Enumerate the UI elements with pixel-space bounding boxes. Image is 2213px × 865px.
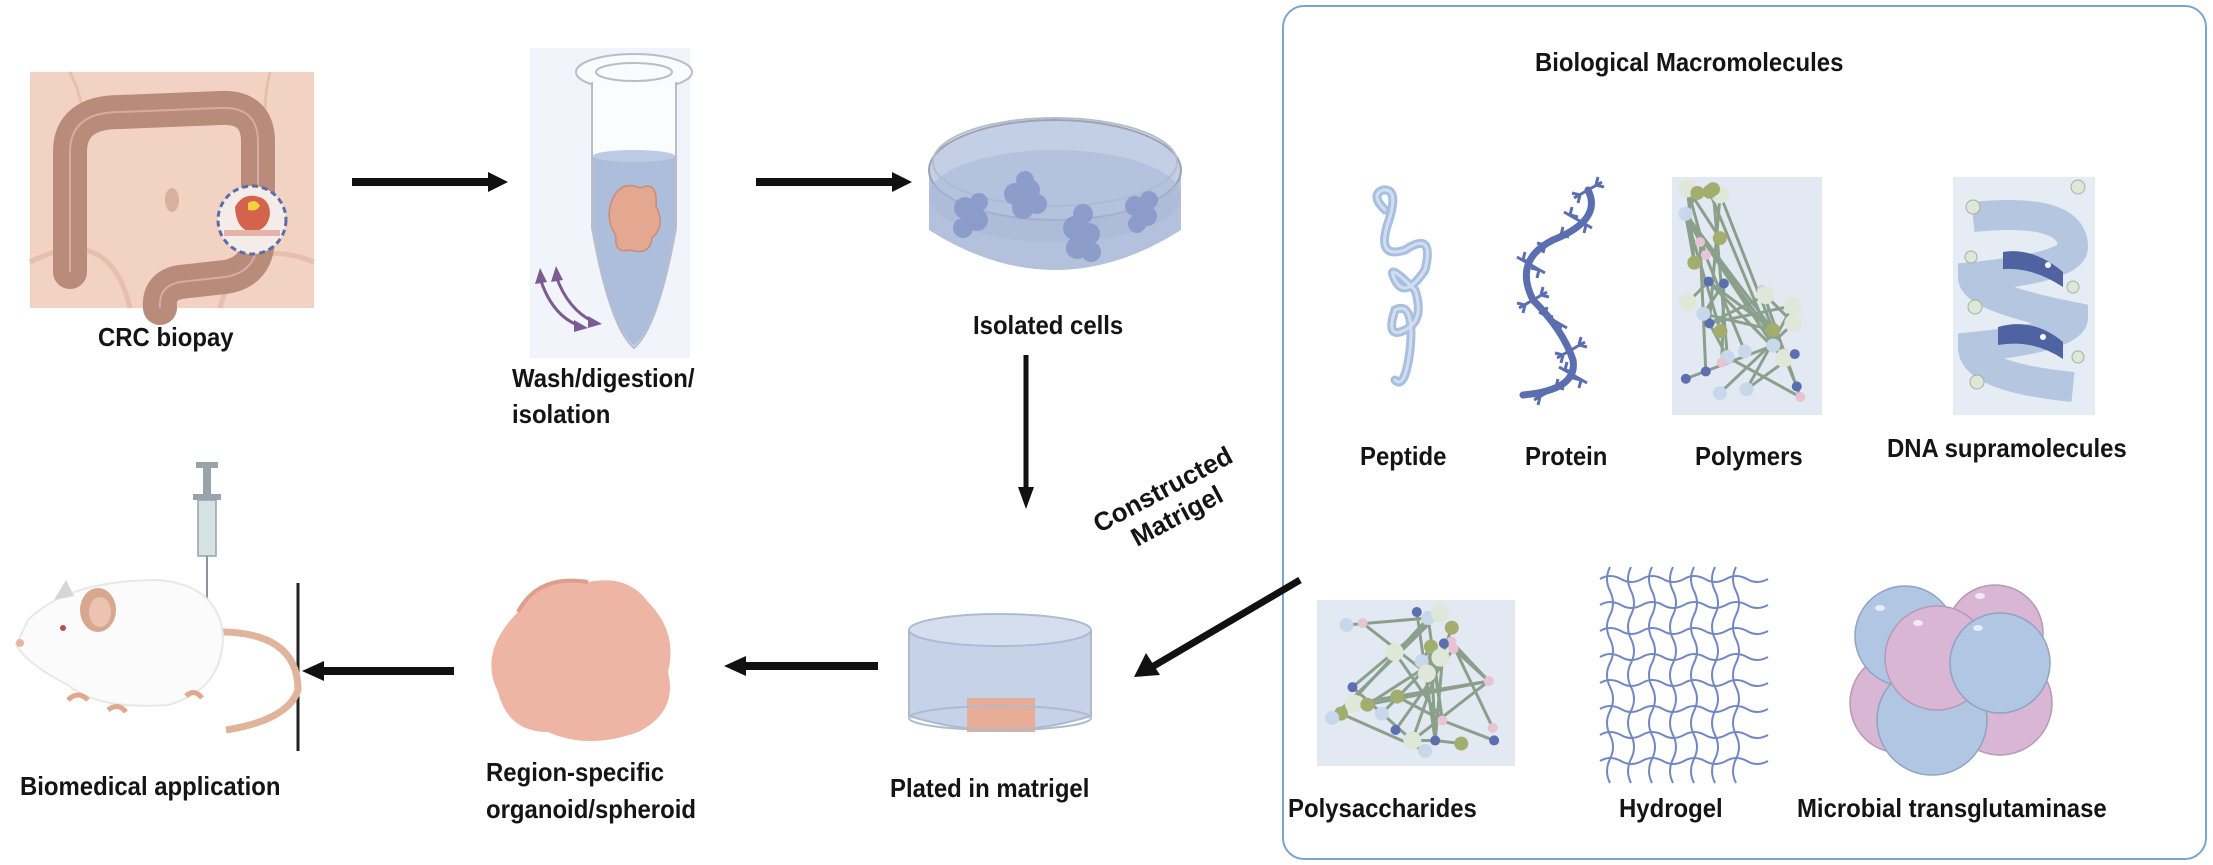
- arrow-left-2: [296, 583, 454, 751]
- polymers-label: Polymers: [1695, 441, 1803, 471]
- peptide-label: Peptide: [1360, 441, 1447, 471]
- protein-label: Protein: [1525, 441, 1608, 471]
- polysaccharides-icon: [1317, 600, 1515, 766]
- wash-digestion-label-line2: isolation: [512, 399, 611, 429]
- arrow-constructed-matrigel: [1134, 576, 1302, 677]
- wash-digestion-label: Wash/digestion/: [512, 363, 695, 393]
- organoid-illustration: [491, 578, 671, 741]
- dna-supramolecules-icon: [1953, 177, 2095, 415]
- syringe-icon: [193, 462, 221, 610]
- isolated-cells-label: Isolated cells: [973, 310, 1124, 340]
- macromolecules-panel: [1282, 5, 2207, 860]
- polymers-icon: [1672, 177, 1822, 415]
- arrow-right-1: [352, 172, 508, 192]
- protein-icon: [1516, 176, 1605, 406]
- panel-title: Biological Macromolecules: [1535, 47, 1844, 77]
- biomedical-application-label: Biomedical application: [20, 771, 281, 801]
- mouse-with-syringe-illustration: [14, 462, 302, 734]
- tube-illustration: [530, 48, 693, 358]
- organoid-label-line2: organoid/spheroid: [486, 794, 696, 824]
- arrow-left-1: [724, 656, 878, 676]
- plated-in-matrigel-label: Plated in matrigel: [890, 773, 1090, 803]
- petri-dish-illustration: [928, 117, 1182, 270]
- matrigel-well-illustration: [908, 613, 1092, 732]
- microbial-transglutaminase-icon: [1849, 584, 2053, 776]
- arrow-right-2: [756, 172, 912, 192]
- constructed-matrigel-label: Constructed Matrigel: [1088, 440, 1251, 565]
- organoid-label: Region-specific: [486, 757, 665, 787]
- polysaccharides-label: Polysaccharides: [1288, 793, 1477, 823]
- peptide-icon: [1372, 185, 1432, 387]
- crc-biopsy-label: CRC biopay: [98, 322, 234, 352]
- crc-biopsy-illustration: [28, 71, 315, 325]
- microbial-transglutaminase-label: Microbial transglutaminase: [1797, 793, 2107, 823]
- hydrogel-icon: [1599, 566, 1769, 784]
- dna-supramolecules-label: DNA supramolecules: [1887, 433, 2127, 463]
- hydrogel-label: Hydrogel: [1619, 793, 1723, 823]
- arrow-down: [1018, 355, 1034, 509]
